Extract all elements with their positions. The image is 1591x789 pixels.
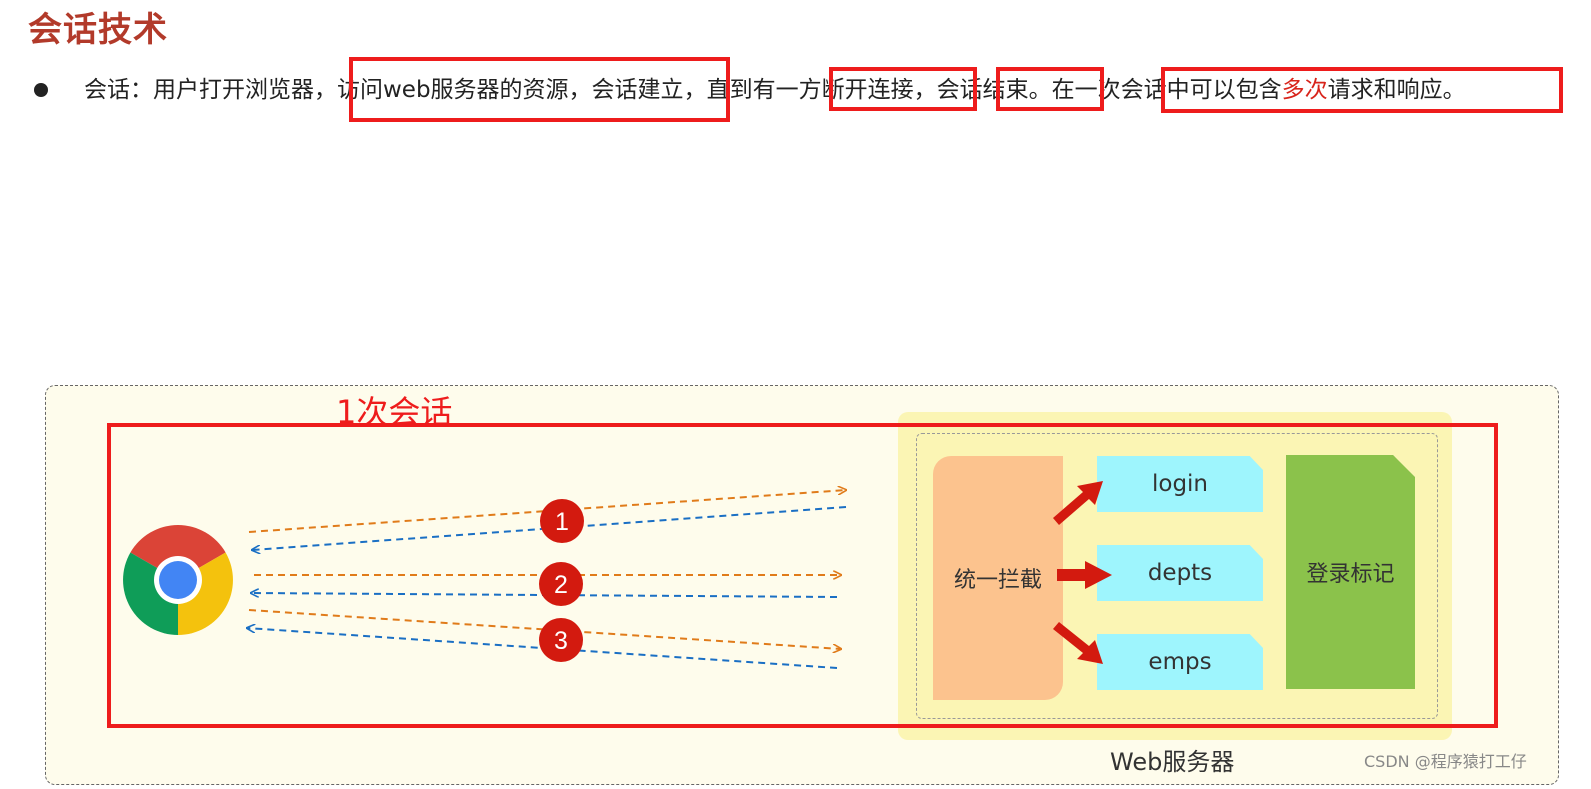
text-seg-5: ， bbox=[913, 77, 937, 103]
dispatch-arrow-login bbox=[1053, 481, 1103, 525]
page-title: 会话技术 bbox=[28, 10, 168, 50]
session-label: 1次会话 bbox=[336, 393, 453, 431]
dispatch-arrow-depts bbox=[1057, 561, 1112, 589]
login-flag-block: 登录标记 bbox=[1286, 455, 1415, 689]
step-badge-1-label: 1 bbox=[555, 508, 569, 536]
highlight-box-establish bbox=[349, 57, 730, 122]
request-arrow-3 bbox=[248, 609, 841, 649]
session-frame bbox=[107, 423, 1498, 728]
text-seg-6: 会话结束 bbox=[936, 77, 1029, 103]
watermark: CSDN @程序猿打工仔 bbox=[1364, 752, 1527, 771]
highlight-box-disconnect bbox=[829, 67, 977, 111]
text-seg-9-highlight: 多次 bbox=[1281, 77, 1328, 103]
bullet-marker bbox=[34, 83, 48, 97]
web-server-label: Web服务器 bbox=[1110, 748, 1235, 776]
step-badge-2-label: 2 bbox=[554, 571, 568, 599]
text-seg-10: 请求和响应。 bbox=[1327, 77, 1466, 103]
interceptor-block: 统一拦截 bbox=[933, 456, 1063, 700]
step-badge-3: 3 bbox=[539, 618, 583, 662]
step-badge-2: 2 bbox=[539, 562, 583, 606]
text-seg-7: 。在 bbox=[1028, 77, 1075, 103]
dispatch-arrow-emps bbox=[1053, 622, 1103, 664]
highlight-box-session-end bbox=[996, 67, 1104, 111]
text-seg-8: 一次会话中可以包含 bbox=[1074, 77, 1282, 103]
endpoint-login: login bbox=[1097, 456, 1263, 512]
request-arrow-1 bbox=[248, 490, 846, 533]
highlight-box-multiple bbox=[1161, 67, 1563, 113]
response-arrow-3 bbox=[247, 628, 838, 669]
text-seg-4: 一方断开连接 bbox=[775, 77, 914, 103]
step-badge-3-label: 3 bbox=[554, 627, 568, 655]
web-server-inner-border bbox=[916, 433, 1438, 719]
text-seg-1: 会话：用户打开浏览器， bbox=[84, 77, 337, 103]
chrome-browser-icon bbox=[123, 525, 233, 635]
endpoint-depts: depts bbox=[1097, 545, 1263, 601]
step-badge-1: 1 bbox=[540, 499, 584, 543]
endpoint-emps: emps bbox=[1097, 634, 1263, 690]
response-arrow-1 bbox=[252, 506, 847, 550]
text-seg-2: 访问web服务器的资源，会话建立 bbox=[337, 77, 684, 103]
